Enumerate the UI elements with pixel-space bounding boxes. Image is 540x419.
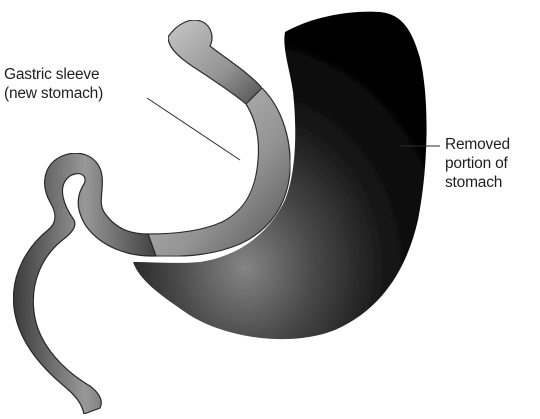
gastric-sleeve-label: Gastric sleeve (new stomach) <box>4 65 103 103</box>
removed-portion-label-line-3: stomach <box>445 173 510 192</box>
removed-portion-label-line-2: portion of <box>445 154 510 173</box>
gastric-sleeve-label-line-2: (new stomach) <box>4 84 103 103</box>
esophagus-shape <box>168 20 262 104</box>
duodenum-shape <box>13 153 156 414</box>
gastric-sleeve-label-line-1: Gastric sleeve <box>4 65 103 84</box>
removed-portion-label: Removed portion of stomach <box>445 135 510 192</box>
removed-portion-label-line-1: Removed <box>445 135 510 154</box>
sleeve-leader-line <box>147 98 240 160</box>
